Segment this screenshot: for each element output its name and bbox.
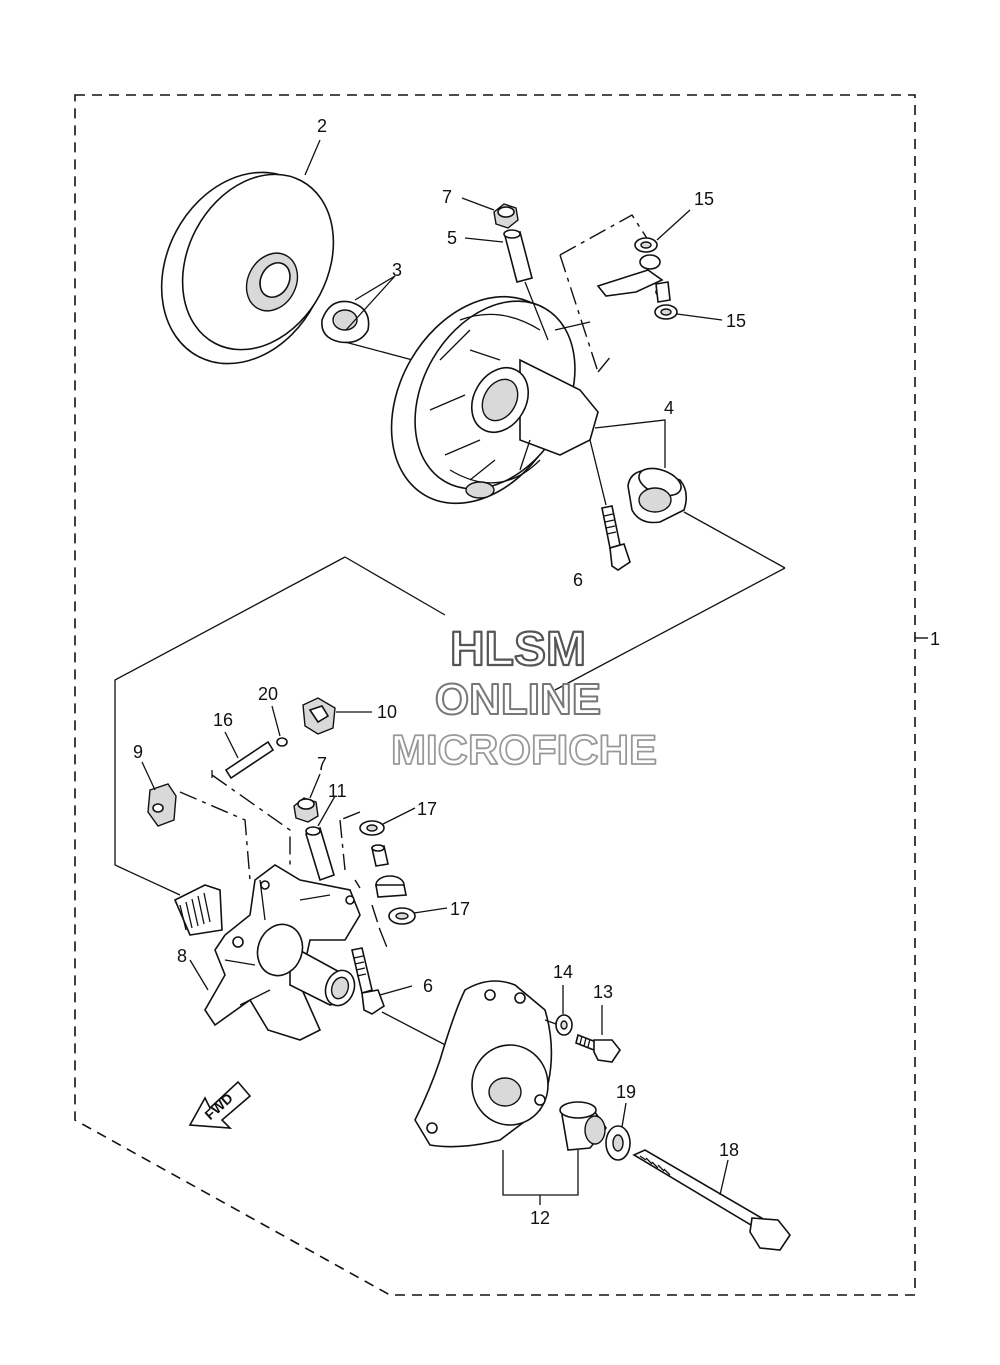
callout-10: 10 xyxy=(377,702,397,722)
assembly-border xyxy=(74,94,928,1296)
part-15-roller-arm xyxy=(554,209,723,373)
callout-19: 19 xyxy=(616,1082,636,1102)
callout-17-lower: 17 xyxy=(450,899,470,919)
callout-13: 13 xyxy=(593,982,613,1002)
watermark-line3: MICROFICHE xyxy=(391,726,657,773)
part-20-oring xyxy=(271,705,288,747)
part-11-pin xyxy=(305,795,336,882)
part-19-washer xyxy=(605,1102,631,1161)
part-8-spider xyxy=(173,864,361,1041)
callout-15-lower: 15 xyxy=(726,311,746,331)
callout-16: 16 xyxy=(213,710,233,730)
callout-3: 3 xyxy=(392,260,402,280)
callout-14: 14 xyxy=(553,962,573,982)
callouts: 1 2 3 4 5 6 6 7 7 8 9 10 11 12 13 14 15 … xyxy=(133,116,940,1228)
part-10-shoe xyxy=(302,697,372,735)
callout-12: 12 xyxy=(530,1208,550,1228)
part-18-long-bolt xyxy=(632,1149,791,1251)
callout-8: 8 xyxy=(177,946,187,966)
watermark-line1: HLSM xyxy=(450,623,586,676)
fwd-arrow: FWD xyxy=(188,1080,252,1129)
callout-9: 9 xyxy=(133,742,143,762)
callout-20: 20 xyxy=(258,684,278,704)
callout-2: 2 xyxy=(317,116,327,136)
part-7-nut-upper xyxy=(461,197,519,229)
callout-6-upper: 6 xyxy=(573,570,583,590)
part-13-bolt xyxy=(544,1005,621,1063)
callout-17-upper: 17 xyxy=(417,799,437,819)
guide-lines xyxy=(114,556,786,896)
primary-housing xyxy=(390,295,599,505)
part-6-bolt-upper xyxy=(589,439,631,571)
watermark: HLSM ONLINE MICROFICHE xyxy=(390,622,658,774)
part-12-bushing xyxy=(559,1101,607,1151)
part-14-washer xyxy=(555,985,573,1036)
callout-11: 11 xyxy=(328,781,347,801)
part-2-sheave xyxy=(160,139,335,365)
callout-7-lower: 7 xyxy=(317,754,327,774)
callout-4: 4 xyxy=(664,398,674,418)
part-17-roller-set xyxy=(339,807,448,951)
watermark-line2: ONLINE xyxy=(435,675,601,724)
part-4-bushing xyxy=(594,419,786,569)
callout-7-upper: 7 xyxy=(442,187,452,207)
callout-1: 1 xyxy=(930,629,940,649)
callout-18: 18 xyxy=(719,1140,739,1160)
part-6-bolt-lower xyxy=(351,947,456,1051)
part-12-cover xyxy=(414,980,579,1205)
part-9-slider xyxy=(141,761,291,881)
callout-5: 5 xyxy=(447,228,457,248)
callout-6-lower: 6 xyxy=(423,976,433,996)
callout-15-upper: 15 xyxy=(694,189,714,209)
part-16-pin xyxy=(211,731,275,780)
part-7-nut-lower xyxy=(293,773,321,823)
part-5-pin xyxy=(464,229,549,341)
part-3-collar xyxy=(321,275,421,363)
